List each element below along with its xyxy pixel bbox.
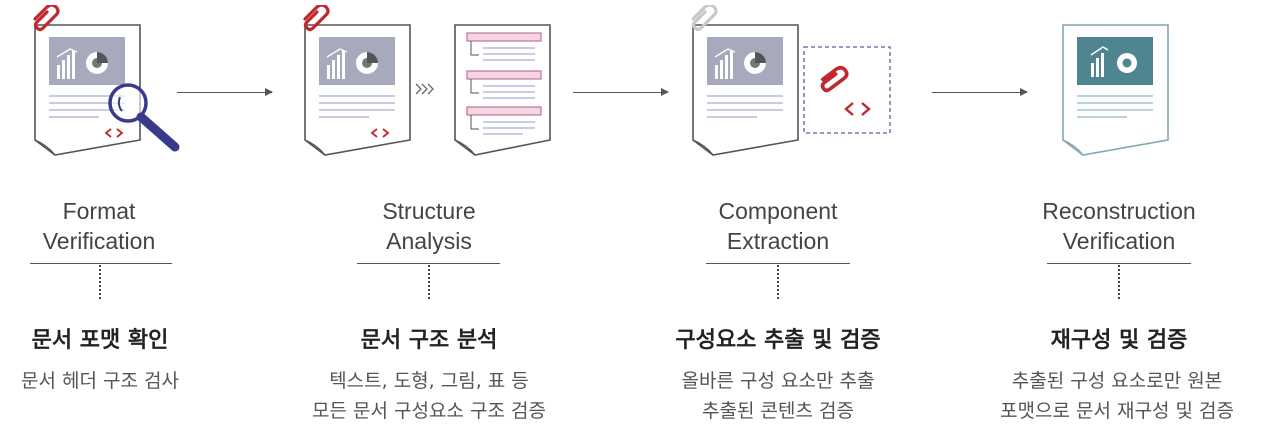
divider (357, 263, 500, 264)
flow-arrow (932, 88, 1028, 96)
document-icon (304, 24, 411, 156)
connector-dotted (99, 265, 101, 299)
step-1-english-title: Format Verification (0, 196, 209, 256)
step-2-description: 텍스트, 도형, 그림, 표 등 모든 문서 구성요소 구조 검증 (279, 366, 579, 426)
step-4-desc-line-1: 추출된 구성 요소로만 원본 (1011, 370, 1223, 392)
reconstructed-document-icon (1062, 24, 1169, 156)
step-3-desc-line-1: 올바른 구성 요소만 추출 (681, 370, 875, 392)
structure-analysis-icon (303, 5, 551, 156)
step-3-description: 올바른 구성 요소만 추출 추출된 콘텐츠 검증 (628, 366, 928, 426)
code-icon (104, 128, 124, 138)
step-1-description: 문서 헤더 구조 검사 (0, 366, 250, 396)
step-4-title-line-2: Verification (1062, 228, 1176, 254)
component-extraction-icon (691, 5, 891, 156)
step-4-english-title: Reconstruction Verification (1009, 196, 1229, 256)
step-1-korean-title: 문서 포맷 확인 (31, 328, 169, 353)
step-1-title-line-2: Verification (42, 228, 156, 254)
paperclip-icon (33, 5, 60, 32)
format-verification-icon (33, 5, 180, 156)
step-1-title-line-1: Format (62, 198, 136, 224)
flow-arrow (177, 88, 273, 96)
step-3-title-line-2: Extraction (726, 228, 830, 254)
step-2-desc-line-1: 텍스트, 도형, 그림, 표 등 (329, 370, 529, 392)
extracted-component-icon (803, 46, 891, 134)
document-icon (34, 24, 141, 156)
step-2-title-line-1: Structure (382, 198, 476, 224)
step-4-description: 추출된 구성 요소로만 원본 포맷으로 문서 재구성 및 검증 (967, 366, 1267, 426)
connector-dotted (428, 265, 430, 299)
step-2-title-line-2: Analysis (386, 228, 472, 254)
connector-dotted (1118, 265, 1120, 299)
structure-document-icon (454, 24, 551, 156)
magnifier-icon (108, 83, 180, 152)
step-2-english-title: Structure Analysis (319, 196, 539, 256)
paperclip-icon (691, 5, 718, 32)
step-4-title-line-1: Reconstruction (1042, 198, 1196, 224)
chevrons-icon (415, 83, 434, 95)
step-2-desc-line-2: 모든 문서 구성요소 구조 검증 (312, 400, 546, 422)
paperclip-icon (303, 5, 330, 32)
flow-arrow (573, 88, 669, 96)
divider (1047, 263, 1191, 264)
step-3-english-title: Component Extraction (668, 196, 888, 256)
step-4-desc-line-2: 포맷으로 문서 재구성 및 검증 (1000, 400, 1234, 422)
step-2-korean-title: 문서 구조 분석 (360, 328, 498, 353)
step-3-desc-line-2: 추출된 콘텐츠 검증 (702, 400, 854, 422)
reconstruction-verification-icon (1062, 24, 1169, 156)
step-1-desc-line-1: 문서 헤더 구조 검사 (21, 370, 179, 392)
document-icon (692, 24, 799, 156)
step-3-title-line-1: Component (718, 198, 838, 224)
connector-dotted (777, 265, 779, 299)
divider (30, 263, 172, 264)
step-3-korean-title: 구성요소 추출 및 검증 (675, 328, 881, 353)
divider (706, 263, 850, 264)
step-4-korean-title: 재구성 및 검증 (1050, 328, 1188, 353)
